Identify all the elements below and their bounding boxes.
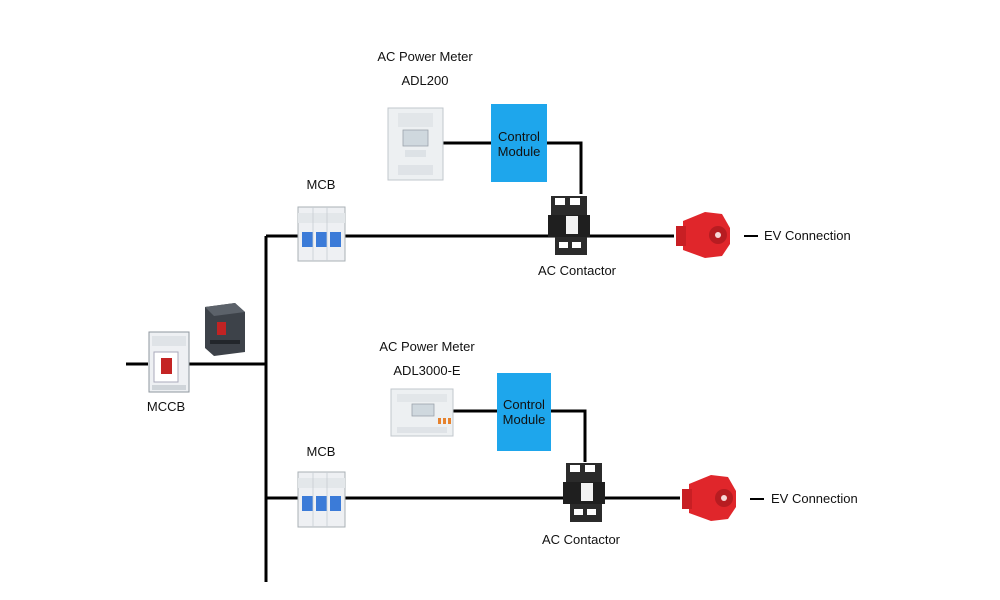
control-module-1-box — [491, 104, 547, 182]
control-module-1: Control Module — [491, 104, 547, 182]
control-module-2-line1: Control — [503, 397, 545, 412]
contactor1 — [548, 196, 590, 255]
mcb2-breaker — [297, 471, 346, 528]
control-module-1-line1: Control — [498, 129, 540, 144]
module2-to-contactor2-wire — [551, 409, 587, 462]
ev-plug-2 — [682, 475, 736, 521]
meter1-title: AC Power Meter — [377, 49, 473, 64]
mcb2-label: MCB — [307, 444, 336, 459]
ev-plug-1 — [676, 212, 730, 258]
control-module-2-line2: Module — [503, 412, 546, 427]
wiring — [126, 141, 764, 582]
meter2-title: AC Power Meter — [379, 339, 475, 354]
contactor2 — [563, 463, 605, 522]
meter1-adl200 — [387, 107, 444, 181]
mcb1-breaker — [297, 206, 346, 262]
ev-connection-2-label: EV Connection — [771, 491, 858, 506]
meter2-model: ADL3000-E — [393, 363, 461, 378]
control-module-2-box — [497, 373, 551, 451]
ev-connection-1-label: EV Connection — [764, 228, 851, 243]
mccb-breaker — [148, 331, 190, 393]
control-module-1-line2: Module — [498, 144, 541, 159]
contactor2-label: AC Contactor — [542, 532, 621, 547]
mcb1-label: MCB — [307, 177, 336, 192]
module1-to-contactor1-wire — [547, 141, 583, 194]
mccb-label: MCCB — [147, 399, 185, 414]
meter1-model: ADL200 — [402, 73, 449, 88]
mccb-side-view — [205, 303, 245, 356]
contactor1-label: AC Contactor — [538, 263, 617, 278]
control-module-2: Control Module — [497, 373, 551, 451]
meter2-adl3000e — [390, 388, 454, 437]
